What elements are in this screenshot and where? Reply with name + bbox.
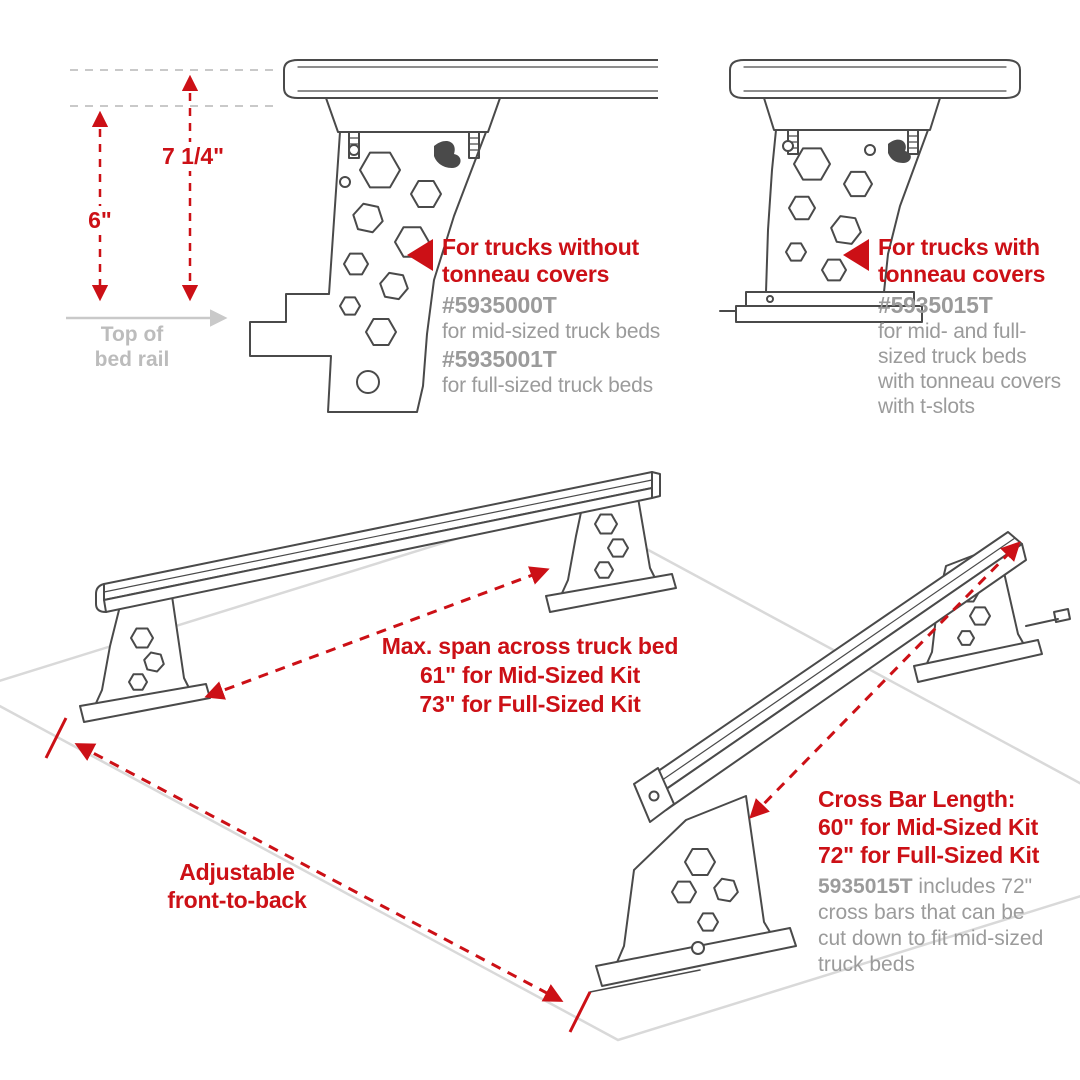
- max-span-label: Max. span across truck bed 61" for Mid-S…: [381, 633, 679, 717]
- clamp-flange: [325, 97, 501, 133]
- callout-arrow-icon: [843, 239, 869, 271]
- bolt-hole: [339, 176, 351, 188]
- callout-arrow-icon: [407, 239, 433, 271]
- t-slot-base-plate: [735, 305, 923, 323]
- adjustable-label: Adjustable front-to-back: [167, 859, 307, 913]
- cross-bar-note-text: includes 72" cross bars that can be cut …: [818, 875, 1044, 976]
- t-bolt: [348, 131, 360, 159]
- bottom-hole: [356, 370, 380, 394]
- rear-bar-end-cap: [633, 767, 675, 823]
- no-tonneau-heading: For trucks without tonneau covers: [442, 234, 640, 287]
- bracket-illustration-no-tonneau: [249, 59, 658, 413]
- part-description: for mid-sized truck beds: [442, 320, 661, 343]
- bed-rail-label: Top of bed rail: [94, 323, 170, 371]
- cross-bar-note-part-number: 5935015T: [818, 875, 913, 898]
- cross-bar-length-arrow: [749, 541, 1021, 819]
- part-description: for mid- and full- sized truck beds with…: [878, 320, 1061, 418]
- bracket-illustration-tonneau: [719, 59, 1021, 323]
- brand-logo-icon: [434, 140, 461, 168]
- cross-bar-rail: [729, 59, 1021, 99]
- rail-height-label: 6": [76, 206, 124, 235]
- cross-bar-length-label: Cross Bar Length: 60" for Mid-Sized Kit …: [818, 786, 1040, 868]
- part-number: #5935015T: [878, 292, 993, 318]
- truck-bed-illustration: [0, 471, 1080, 1042]
- bolt-hole: [782, 140, 794, 152]
- t-bolt-handle: [1025, 608, 1071, 627]
- dimension-tick: [568, 991, 592, 1033]
- front-left-bracket: [79, 595, 211, 723]
- base-bolt: [766, 295, 774, 303]
- part-description: for full-sized truck beds: [442, 374, 653, 397]
- adjustable-arrow: [44, 717, 592, 1033]
- clamp-flange: [763, 97, 941, 131]
- brand-logo-icon: [888, 139, 911, 163]
- tonneau-heading: For trucks with tonneau covers: [878, 234, 1046, 287]
- cross-bar-note: 5935015T includes 72" cross bars that ca…: [818, 874, 1058, 978]
- bolt-hole: [864, 144, 876, 156]
- part-number: #5935000T: [442, 292, 557, 318]
- overall-height-label: 7 1/4": [149, 142, 237, 171]
- max-span-arrow: [204, 566, 550, 700]
- rear-left-bracket: [589, 795, 797, 993]
- t-bolt: [468, 131, 480, 159]
- dimension-tick: [44, 717, 68, 759]
- part-number: #5935001T: [442, 346, 557, 372]
- bolt-hole: [348, 144, 360, 156]
- cross-bar-rail: [283, 59, 658, 99]
